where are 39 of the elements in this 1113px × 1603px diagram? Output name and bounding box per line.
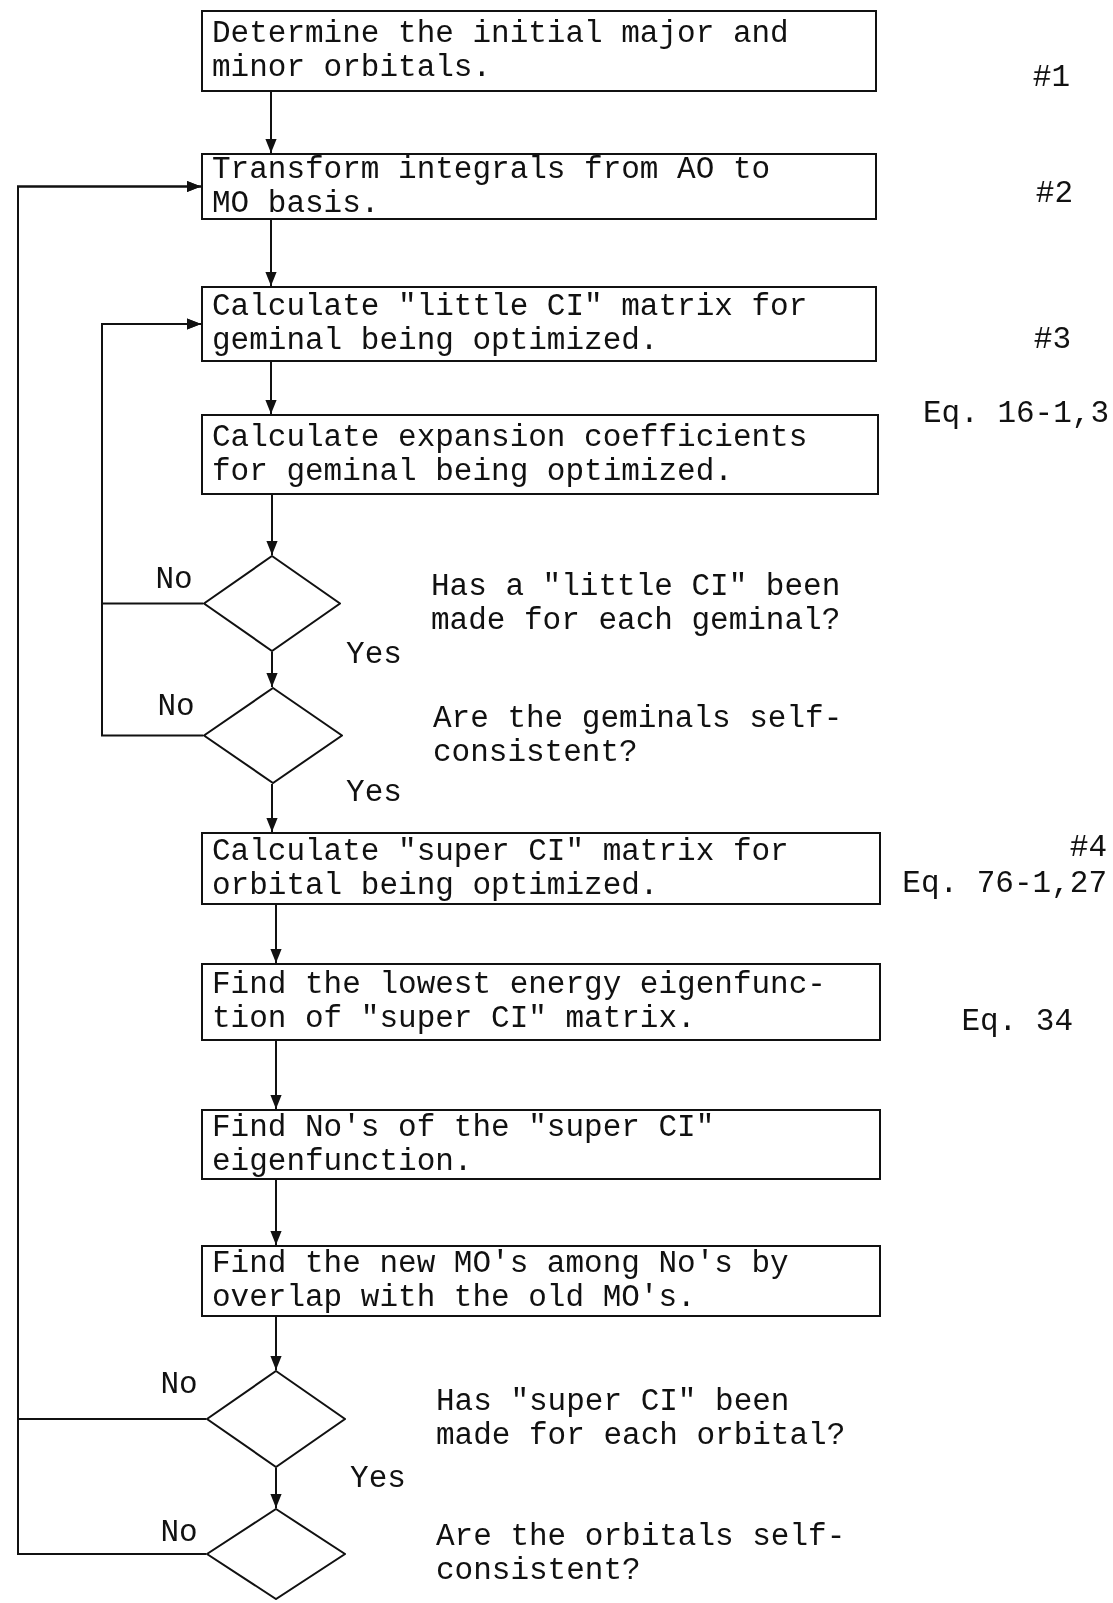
- process-box: [201, 1109, 881, 1180]
- step-text: Find the lowest energy eigenfunc- tion of "super CI" matrix.: [212, 968, 827, 1036]
- step-text: Determine the initial major and minor orbitals.: [212, 17, 790, 85]
- question-text: Are the geminals self- consistent?: [433, 701, 844, 770]
- process-box: [201, 963, 881, 1041]
- process-box: [201, 10, 877, 92]
- step-text: Calculate "little CI" matrix for geminal being optimized.: [212, 290, 809, 358]
- arrow: [270, 1040, 282, 1110]
- arrow: [266, 783, 278, 833]
- reference-label: Eq. 34: [961, 1005, 1073, 1039]
- arrow: [270, 904, 282, 964]
- question-text: Are the orbitals self- consistent?: [436, 1520, 847, 1588]
- arrow: [265, 91, 277, 154]
- reference-label: Eq. 76-1,27: [902, 867, 1107, 901]
- reference-label: #2: [1035, 177, 1073, 211]
- arrow: [266, 494, 278, 556]
- arrow: [101, 318, 204, 737]
- question-text: Has a "little CI" been made for each geminal?: [431, 569, 842, 638]
- reference-label: #4: [1069, 831, 1107, 865]
- question-text: Has "super CI" been made for each orbital?: [436, 1385, 847, 1453]
- process-box: [201, 414, 879, 495]
- arrow: [265, 361, 277, 415]
- reference-label: #1: [1032, 61, 1070, 95]
- arrow: [270, 1316, 282, 1371]
- step-text: Find the new MO's among No's by overlap with the old MO's.: [212, 1247, 790, 1315]
- arrow: [270, 1467, 282, 1509]
- arrow: [266, 651, 278, 688]
- process-box: [201, 153, 877, 220]
- reference-label: #3: [1033, 323, 1071, 357]
- arrow: [270, 1179, 282, 1246]
- process-box: [201, 286, 877, 362]
- step-text: Calculate "super CI" matrix for orbital being optimized.: [212, 834, 790, 903]
- step-text: Find No's of the "super CI" eigenfunction.: [212, 1110, 716, 1179]
- step-text: Calculate expansion coefficients for geminal being optimized.: [212, 420, 809, 489]
- arrow: [265, 219, 277, 287]
- step-text: Transform integrals from AO to MO basis.: [212, 152, 772, 221]
- reference-label: Eq. 16-1,3: [922, 397, 1109, 431]
- process-box: [201, 1245, 881, 1317]
- process-box: [201, 832, 881, 905]
